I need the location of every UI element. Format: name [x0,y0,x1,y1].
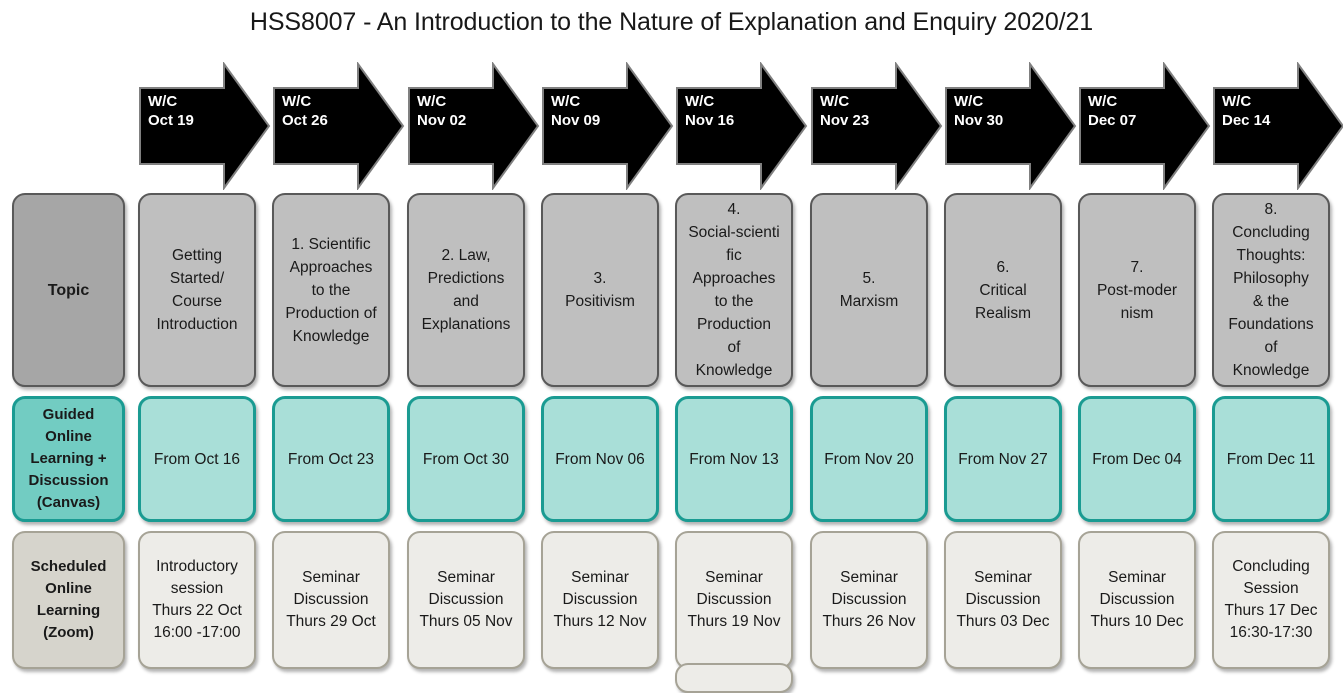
arrow-right-icon [273,62,405,190]
cell-label: 8. Concluding Thoughts: Philosophy & the… [1228,201,1314,379]
week-arrow-label: W/C Dec 14 [1222,93,1271,129]
arrow-right-icon [139,62,271,190]
arrow-right-icon [945,62,1077,190]
cell-topic: 1. Scientific Approaches to the Producti… [272,193,390,387]
row-header-topic: Topic [12,193,125,387]
cell-topic: 7. Post-moder nism [1078,193,1196,387]
week-arrow: W/C Nov 09 [539,62,676,190]
cell-label: From Dec 04 [1092,450,1182,468]
cell-label: From Dec 11 [1226,450,1316,468]
scheduled-online-learning-row: Scheduled Online Learning (Zoom) Introduc… [0,531,1343,669]
cell-guided: From Dec 04 [1078,396,1196,522]
cell-label: From Nov 06 [555,450,645,468]
cell-label: 3. Positivism [565,270,635,310]
cell-label: Seminar Discussion Thurs 12 Nov [553,569,647,630]
cell-label: Seminar Discussion Thurs 26 Nov [822,569,916,630]
arrow-right-icon [1079,62,1211,190]
guided-online-learning-row: Guided Online Learning + Discussion (Can… [0,396,1343,522]
week-arrow-label: W/C Nov 23 [820,93,870,129]
week-arrow-label: W/C Oct 26 [282,93,328,129]
cell-label: 4. Social-scienti fic Approaches to the … [688,201,780,379]
row-header-label: Guided Online Learning + Discussion (Can… [28,406,109,511]
week-arrow-label: W/C Nov 09 [551,93,601,129]
week-arrow-label: W/C Nov 16 [685,93,735,129]
cell-label: 6. Critical Realism [975,258,1031,322]
cell-topic: 5. Marxism [810,193,928,387]
week-arrow: W/C Oct 26 [270,62,407,190]
cell-topic: 2. Law, Predictions and Explanations [407,193,525,387]
cell-label: Seminar Discussion Thurs 10 Dec [1090,569,1184,630]
cell-label: Introductory session Thurs 22 Oct 16:00 … [152,558,242,641]
cell-guided: From Oct 23 [272,396,390,522]
arrow-right-icon [408,62,540,190]
cell-topic: Getting Started/ Course Introduction [138,193,256,387]
cell-label: From Oct 16 [153,450,241,468]
cell-scheduled: Seminar Discussion Thurs 03 Dec [944,531,1062,669]
week-arrow: W/C Oct 19 [136,62,273,190]
cell-guided: From Nov 06 [541,396,659,522]
arrow-right-icon [811,62,943,190]
week-arrow-label: W/C Nov 02 [417,93,467,129]
cell-scheduled: Introductory session Thurs 22 Oct 16:00 … [138,531,256,669]
cell-guided: From Nov 27 [944,396,1062,522]
cell-label: Seminar Discussion Thurs 05 Nov [419,569,513,630]
week-arrow: W/C Nov 23 [808,62,945,190]
cell-scheduled: Seminar Discussion Thurs 19 Nov [675,531,793,669]
week-arrow-label: W/C Nov 30 [954,93,1004,129]
row-header-guided: Guided Online Learning + Discussion (Can… [12,396,125,522]
cell-guided: From Dec 11 [1212,396,1330,522]
next-row-fragment [675,663,793,693]
arrow-right-icon [676,62,808,190]
week-arrow-label: W/C Dec 07 [1088,93,1137,129]
cell-label: Getting Started/ Course Introduction [156,247,238,333]
page-title: HSS8007 - An Introduction to the Nature … [249,8,1094,36]
cell-label: Seminar Discussion Thurs 19 Nov [687,569,781,630]
week-arrow: W/C Nov 02 [405,62,542,190]
cell-label: From Oct 30 [422,450,510,468]
cell-scheduled: Seminar Discussion Thurs 10 Dec [1078,531,1196,669]
cell-label: Concluding Session Thurs 17 Dec 16:30-17… [1224,558,1318,641]
cell-label: Seminar Discussion Thurs 03 Dec [956,569,1050,630]
cell-scheduled: Concluding Session Thurs 17 Dec 16:30-17… [1212,531,1330,669]
cell-label: From Nov 27 [958,450,1048,468]
week-arrow: W/C Nov 16 [673,62,810,190]
cell-label: From Nov 20 [824,450,914,468]
row-header-label: Topic [47,281,90,299]
week-arrow-label: W/C Oct 19 [148,93,194,129]
week-arrow: W/C Dec 07 [1076,62,1213,190]
cell-guided: From Oct 30 [407,396,525,522]
arrow-right-icon [542,62,674,190]
cell-topic: 4. Social-scienti fic Approaches to the … [675,193,793,387]
cell-topic: 3. Positivism [541,193,659,387]
week-arrow: W/C Dec 14 [1210,62,1343,190]
cell-scheduled: Seminar Discussion Thurs 29 Oct [272,531,390,669]
week-arrow-band: W/C Oct 19 W/C Oct 26 W/C Nov 02 W/C Nov 09… [0,62,1343,190]
cell-topic: 6. Critical Realism [944,193,1062,387]
cell-label: From Nov 13 [689,450,779,468]
cell-scheduled: Seminar Discussion Thurs 12 Nov [541,531,659,669]
week-arrow: W/C Nov 30 [942,62,1079,190]
cell-label: 5. Marxism [839,270,899,310]
cell-label: 2. Law, Predictions and Explanations [421,247,511,333]
row-header-scheduled: Scheduled Online Learning (Zoom) [12,531,125,669]
cell-label: 1. Scientific Approaches to the Producti… [285,235,377,345]
cell-scheduled: Seminar Discussion Thurs 26 Nov [810,531,928,669]
cell-label: 7. Post-moder nism [1096,258,1178,322]
cell-topic: 8. Concluding Thoughts: Philosophy & the… [1212,193,1330,387]
cell-guided: From Nov 20 [810,396,928,522]
row-header-label: Scheduled Online Learning (Zoom) [30,558,107,641]
cell-guided: From Nov 13 [675,396,793,522]
topic-row: Topic Getting Started/ Course Introductio… [0,193,1343,387]
cell-label: Seminar Discussion Thurs 29 Oct [286,569,376,630]
arrow-right-icon [1213,62,1343,190]
cell-guided: From Oct 16 [138,396,256,522]
cell-label: From Oct 23 [287,450,375,468]
cell-scheduled: Seminar Discussion Thurs 05 Nov [407,531,525,669]
